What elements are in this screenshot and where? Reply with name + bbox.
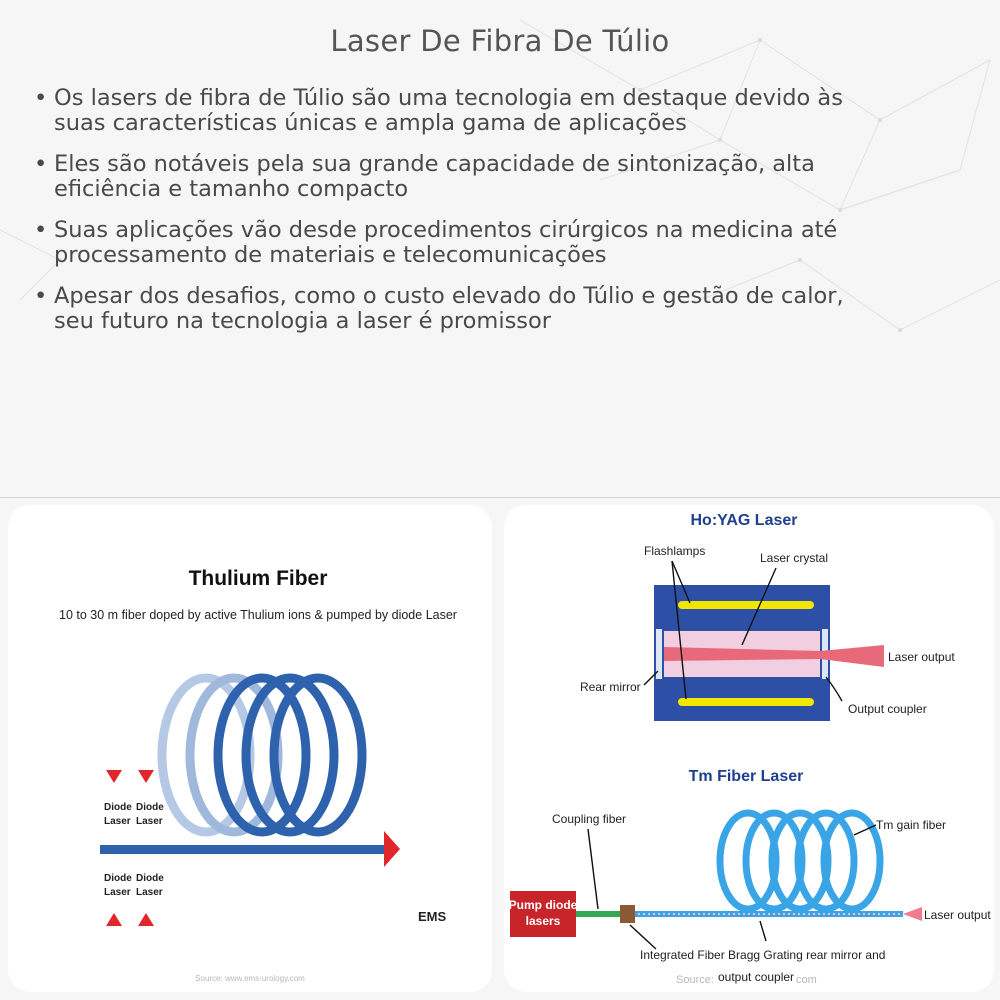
diode-lasers-top: Diode Laser Diode Laser [104,770,164,827]
laser-label: Laser [136,887,163,898]
fiber-coupler-block [620,905,635,923]
hoyag-leader-lines [643,560,843,702]
bullet-line: suas características únicas e ampla gama… [54,110,687,136]
diode-triangle-down [138,770,154,783]
bullet-item: • Suas aplicações vão desde procedimento… [34,218,974,268]
section-divider [0,497,1000,498]
grating-label-line1: Integrated Fiber Bragg Grating rear mirr… [640,948,885,962]
diode-triangle-up [106,913,122,926]
tm-coil-loop [820,809,884,913]
laser-comparison-card: Ho:YAG Laser Flashlamps Laser crystal Re… [504,505,994,992]
rear-mirror [656,629,662,679]
coupling-fiber-label: Coupling fiber [552,812,626,826]
diode-triangle-down [106,770,122,783]
bullet-item: • Eles são notáveis pela sua grande capa… [34,152,974,202]
flashlamps-label: Flashlamps [644,544,705,558]
tm-coil-loop [742,809,806,913]
laser-label: Laser [104,816,131,827]
left-source-credit: Source: www.ems-urology.com [195,974,305,983]
bullet-line: Suas aplicações vão desde procedimentos … [54,217,838,243]
bullet-marker: • [34,85,48,111]
fiber-loop [241,673,339,837]
thulium-fiber-diagram: Thulium Fiber 10 to 30 m fiber doped by … [59,567,457,983]
thulium-fiber-subtitle: 10 to 30 m fiber doped by active Thulium… [59,608,457,622]
tm-laser-output-label: Laser output [924,908,991,922]
diode-label: Diode [104,802,132,813]
pump-diode-box [510,891,576,937]
diode-label: Diode [136,873,164,884]
diode-label: Diode [136,802,164,813]
bullet-line: Eles são notáveis pela sua grande capaci… [54,151,815,177]
right-source-credit: Source: [676,974,714,986]
coupling-fiber [576,911,622,917]
diode-lasers-bottom: Diode Laser Diode Laser [104,873,164,926]
output-coupler-label: Output coupler [848,702,927,716]
hoyag-title: Ho:YAG Laser [691,512,798,529]
flashlamp-top [678,601,814,609]
thulium-fiber-title: Thulium Fiber [189,567,328,590]
diode-triangle-up [138,913,154,926]
tm-coil-loop [768,809,832,913]
laser-crystal-label: Laser crystal [760,551,828,565]
bullet-marker: • [34,151,48,177]
tm-laser-title: Tm Fiber Laser [689,768,804,785]
page-title: Laser De Fibra De Túlio [330,24,670,58]
tm-gain-coil [716,809,884,913]
tm-output-beam [903,907,922,921]
laser-label: Laser [104,887,131,898]
tm-coil-loop [716,809,780,913]
bullet-line: Os lasers de fibra de Túlio são uma tecn… [54,85,843,111]
right-source-credit-tail: com [796,974,817,986]
diode-label: Diode [104,873,132,884]
pump-lasers-label: lasers [526,914,561,928]
bullet-item: • Apesar dos desafios, como o custo elev… [34,284,974,334]
bullet-line: Apesar dos desafios, como o custo elevad… [54,283,844,309]
laser-beam [664,645,884,667]
grating-label-line2: output coupler [718,970,794,984]
bullet-line: seu futuro na tecnologia a laser é promi… [54,308,552,334]
tm-coil-loop [794,809,858,913]
bullet-line: eficiência e tamanho compacto [54,176,409,202]
bullet-item: • Os lasers de fibra de Túlio são uma te… [34,86,974,136]
tm-gain-fiber-label: Tm gain fiber [876,818,946,832]
fiber-line [100,845,384,854]
pump-diode-label: Pump diode [509,898,578,912]
tm-leader-lines [587,824,877,950]
flashlamp-bottom [678,698,814,706]
thulium-fiber-card: Thulium Fiber 10 to 30 m fiber doped by … [8,505,492,992]
ems-logo: EMS [418,909,447,924]
bullet-marker: • [34,217,48,243]
output-arrowhead [384,831,400,867]
bullet-marker: • [34,283,48,309]
hoyag-laser-output-label: Laser output [888,650,955,664]
bullet-list: • Os lasers de fibra de Túlio são uma te… [34,86,974,350]
bullet-line: processamento de materiais e telecomunic… [54,242,607,268]
laser-comparison-diagram: Ho:YAG Laser Flashlamps Laser crystal Re… [509,512,992,986]
fiber-coil [157,673,367,837]
fiber-loop [269,673,367,837]
rear-mirror-label: Rear mirror [580,680,641,694]
laser-label: Laser [136,816,163,827]
fiber-loop [213,673,311,837]
